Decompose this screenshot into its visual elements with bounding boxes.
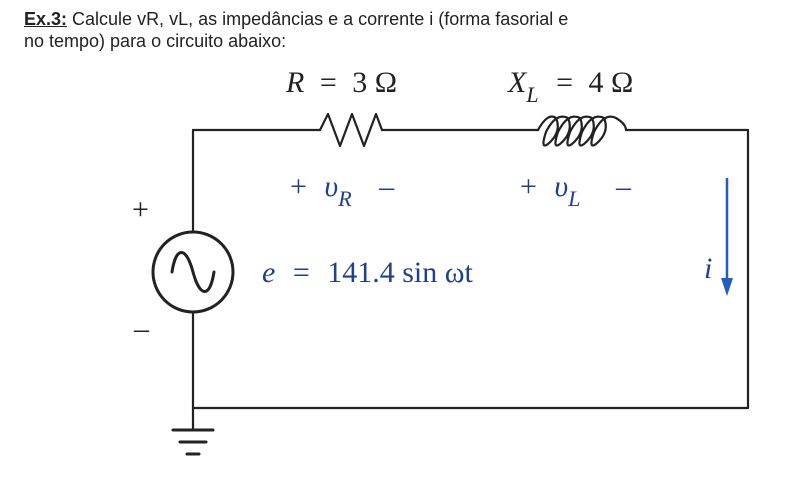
ac-source-circle <box>151 230 235 314</box>
sine-wave-icon <box>170 251 216 293</box>
current-label: i <box>704 252 712 285</box>
source-minus: – <box>133 312 150 345</box>
exercise-line-1: Calcule vR, vL, as impedâncias e a corre… <box>67 9 569 29</box>
exercise-prompt: Ex.3: Calcule vR, vL, as impedâncias e a… <box>24 8 744 52</box>
ground-icon <box>171 428 215 456</box>
source-expression: e = 141.4 sin ωt <box>262 256 474 289</box>
resistor-label: R = 3 Ω <box>285 66 397 99</box>
current-arrow <box>721 178 733 296</box>
inductor-symbol <box>536 115 628 147</box>
source-plus: + <box>132 193 149 226</box>
exercise-line-2: no tempo) para o circuito abaixo: <box>24 31 287 51</box>
inductor-label: XL = 4 Ω <box>507 66 633 109</box>
exercise-label: Ex.3: <box>24 9 68 29</box>
wire-top-right <box>191 128 750 410</box>
v-r-label: + υR – <box>290 170 395 213</box>
resistor-symbol <box>318 112 384 148</box>
v-l-label: + υL – <box>520 170 632 213</box>
